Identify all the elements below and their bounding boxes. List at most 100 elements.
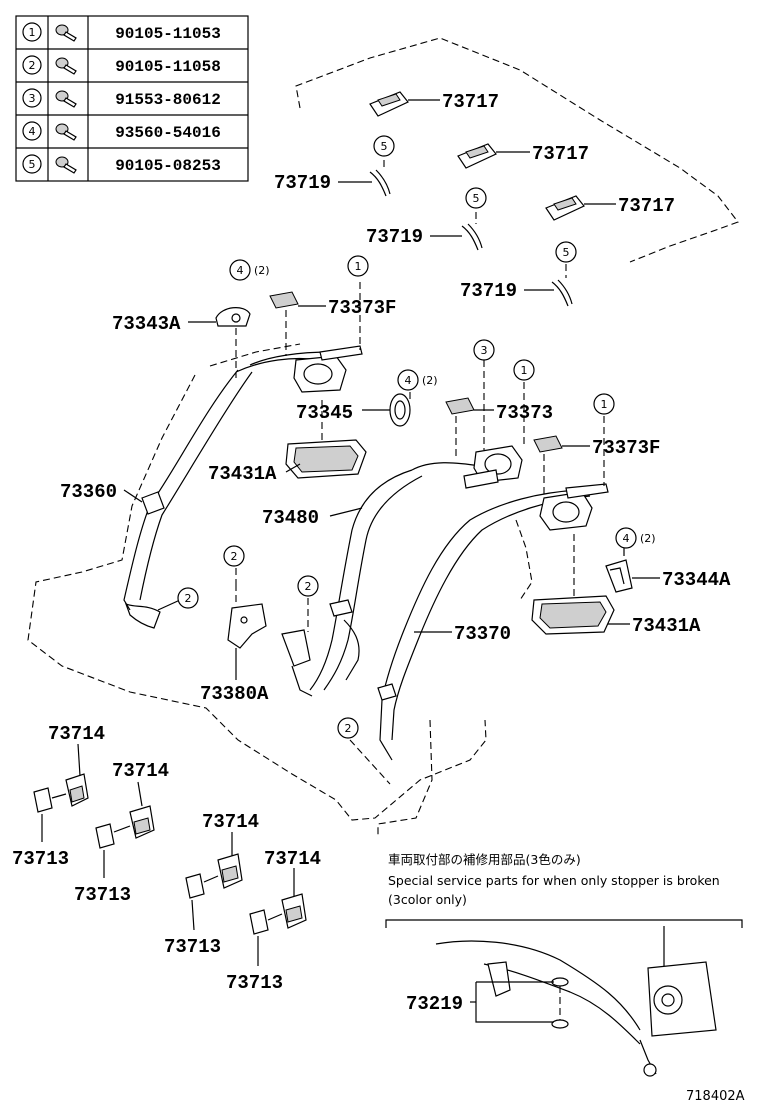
label-73719-b: 73719 [366,226,423,248]
part-73343a [215,307,251,378]
callout-1-b: 1 [513,359,535,381]
fastener-part-number: 90105-11053 [115,25,221,43]
retractor-left [293,345,363,393]
fastener-number-circle [22,22,42,42]
label-73719-c: 73719 [460,280,517,302]
part-73717-b [457,143,497,169]
part-73717-c [545,195,585,221]
clip-group-2 [95,805,155,849]
inset-detail [385,919,743,1077]
label-73713-a: 73713 [12,848,69,870]
svg-text:(2): (2) [254,264,270,277]
callout-2-b: 2 [177,587,199,609]
fastener-number: 5 [29,158,36,171]
svg-text:1: 1 [355,260,362,273]
label-73719-a: 73719 [274,172,331,194]
buckle-73380a [227,584,267,649]
fastener-number: 3 [29,92,36,105]
bolt-icon [55,57,77,75]
label-73717-c: 73717 [618,195,675,217]
svg-text:2: 2 [185,592,192,605]
fastener-leaders [157,160,625,785]
callout-1-c: 1 [593,393,615,415]
cover-73431a-right [531,534,615,635]
cover-73431a-left [285,400,367,479]
svg-text:5: 5 [563,246,570,259]
part-73344a [605,559,633,593]
buckle-73480 [281,629,313,697]
callout-4-c: 4 (2) [615,527,656,549]
clip-group-3 [185,853,243,899]
callout-4-b: 4 (2) [397,369,438,391]
svg-text:4: 4 [237,264,244,277]
part-73719-b [461,223,483,251]
svg-text:2: 2 [231,550,238,563]
label-73345: 73345 [296,402,353,424]
seatbelt-73370 [377,489,591,761]
fastener-part-number: 90105-11058 [115,58,221,76]
part-73373 [445,397,475,460]
callout-5-b: 5 [465,187,487,209]
fastener-number-circle [22,121,42,141]
leader-lines [41,99,660,1003]
label-73373: 73373 [496,402,553,424]
floor-outline [27,343,533,836]
callout-3: 3 [473,339,495,361]
label-73714-d: 73714 [264,848,321,870]
callout-4-a: 4 (2) [229,259,270,281]
svg-text:(2): (2) [422,374,438,387]
fastener-number-circle [22,88,42,108]
retractor-center [463,445,523,489]
fastener-part-number: 93560-54016 [115,124,221,142]
svg-text:5: 5 [473,192,480,205]
label-73480: 73480 [262,507,319,529]
clip-group-4 [249,893,307,935]
svg-text:4: 4 [405,374,412,387]
fastener-number-circle [22,55,42,75]
bolt-icon [55,123,77,141]
label-73713-b: 73713 [74,884,131,906]
callout-5-a: 5 [373,135,395,157]
fastener-number: 1 [29,26,36,39]
label-73373f-a: 73373F [328,297,396,319]
bolt-icon [55,156,77,174]
diagram-reference: 718402A [686,1089,745,1104]
label-73431a-right: 73431A [632,615,701,637]
part-73373f-a [269,291,299,356]
callout-5-c: 5 [555,241,577,263]
part-73373f-b [533,435,563,496]
label-73219: 73219 [406,993,463,1015]
callout-2-c: 2 [297,575,319,597]
label-73713-c: 73713 [164,936,221,958]
fastener-number: 4 [29,125,36,138]
svg-text:(2): (2) [640,532,656,545]
svg-text:4: 4 [623,532,630,545]
retractor-right [539,483,609,531]
part-73717-a [369,91,409,117]
bolt-icon [55,90,77,108]
label-73717-b: 73717 [532,143,589,165]
callout-1-a: 1 [347,255,369,277]
label-73373f-b: 73373F [592,437,660,459]
fastener-row: 1 90105-11053 [22,22,221,43]
label-73431a-left: 73431A [208,463,277,485]
part-73345 [389,393,411,427]
label-73343a: 73343A [112,313,181,335]
seatbelt-73480 [309,462,481,691]
clip-group-1 [33,773,89,813]
label-73380a: 73380A [200,683,269,705]
svg-text:3: 3 [481,344,488,357]
svg-text:1: 1 [601,398,608,411]
part-73719-a [369,169,391,197]
fastener-row: 4 93560-54016 [22,121,221,142]
label-73714-b: 73714 [112,760,169,782]
part-73719-c [551,279,573,307]
svg-text:1: 1 [521,364,528,377]
note-line-jp: 車両取付部の補修用部品(3色のみ) [388,852,581,867]
label-73714-c: 73714 [202,811,259,833]
svg-text:2: 2 [305,580,312,593]
note-line-color: (3color only) [388,892,467,907]
